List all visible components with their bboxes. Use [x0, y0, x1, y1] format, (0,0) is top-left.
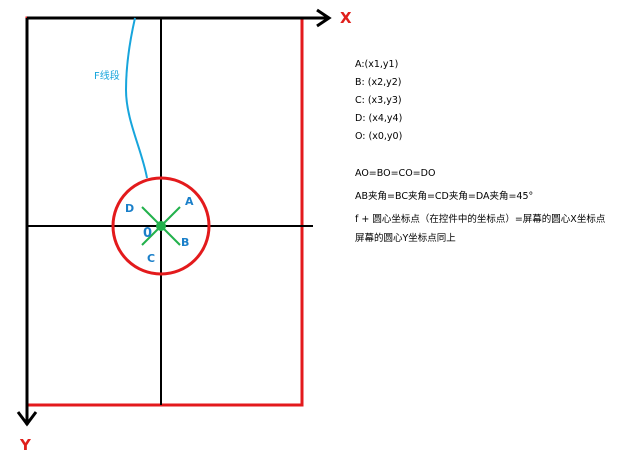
- f-segment-label: F线段: [94, 69, 120, 82]
- point-a-label: A: [185, 195, 194, 208]
- control-circle: [111, 176, 211, 276]
- center-point: [156, 221, 166, 231]
- y-axis-arrowhead: [16, 411, 38, 427]
- formula-line-2: 屏幕的圆心Y坐标点同上: [355, 232, 456, 244]
- coord-c: C: (x3,y3): [355, 95, 402, 106]
- y-axis-label: Y: [19, 436, 32, 454]
- coord-b: B: (x2,y2): [355, 77, 402, 88]
- point-d-label: D: [125, 202, 134, 215]
- equal-distances-note: AO=BO=CO=DO: [355, 168, 435, 179]
- coord-a: A:(x1,y1): [355, 59, 398, 70]
- x-axis-label: X: [340, 9, 352, 27]
- point-b-label: B: [181, 236, 189, 249]
- formula-line-1: f + 圆心坐标点（在控件中的坐标点）=屏幕的圆心X坐标点: [355, 213, 606, 225]
- point-o-label: 0: [143, 226, 152, 241]
- x-axis-arrowhead: [316, 8, 332, 28]
- coord-o: O: (x0,y0): [355, 131, 402, 142]
- coord-d: D: (x4,y4): [355, 113, 402, 124]
- f-segment-curve: [124, 17, 148, 179]
- equal-angles-note: AB夹角=BC夹角=CD夹角=DA夹角=45°: [355, 190, 533, 202]
- frame-rectangle: [25, 16, 304, 407]
- point-c-label: C: [147, 252, 155, 265]
